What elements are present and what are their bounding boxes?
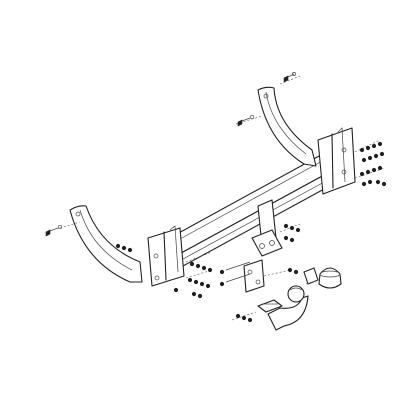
bolt-set-right-plate-upper — [359, 141, 385, 163]
clamp-plate — [257, 299, 283, 313]
bolt-set-right-top — [283, 72, 296, 83]
center-hitch-bracket — [251, 199, 283, 257]
right-mounting-plate — [317, 127, 356, 195]
cross-beam — [154, 149, 349, 273]
tow-ball-neck — [267, 285, 309, 331]
bolt-set-clamp — [235, 267, 299, 323]
right-side-bracket — [257, 86, 317, 167]
bolt-set-center — [219, 223, 301, 287]
bolt-set-left-plate-upper — [115, 243, 133, 253]
ball-cover-cap — [303, 267, 342, 289]
bolt-set-left-plate-lower — [173, 261, 213, 299]
bolt-set-right-middle — [237, 114, 255, 127]
left-side-bracket — [69, 205, 143, 283]
bolt-sets — [45, 72, 387, 323]
socket-plate — [243, 259, 265, 293]
bolt-set-left-upper — [45, 224, 63, 237]
left-mounting-plate — [147, 225, 185, 287]
bolt-set-right-plate-lower — [359, 165, 387, 187]
